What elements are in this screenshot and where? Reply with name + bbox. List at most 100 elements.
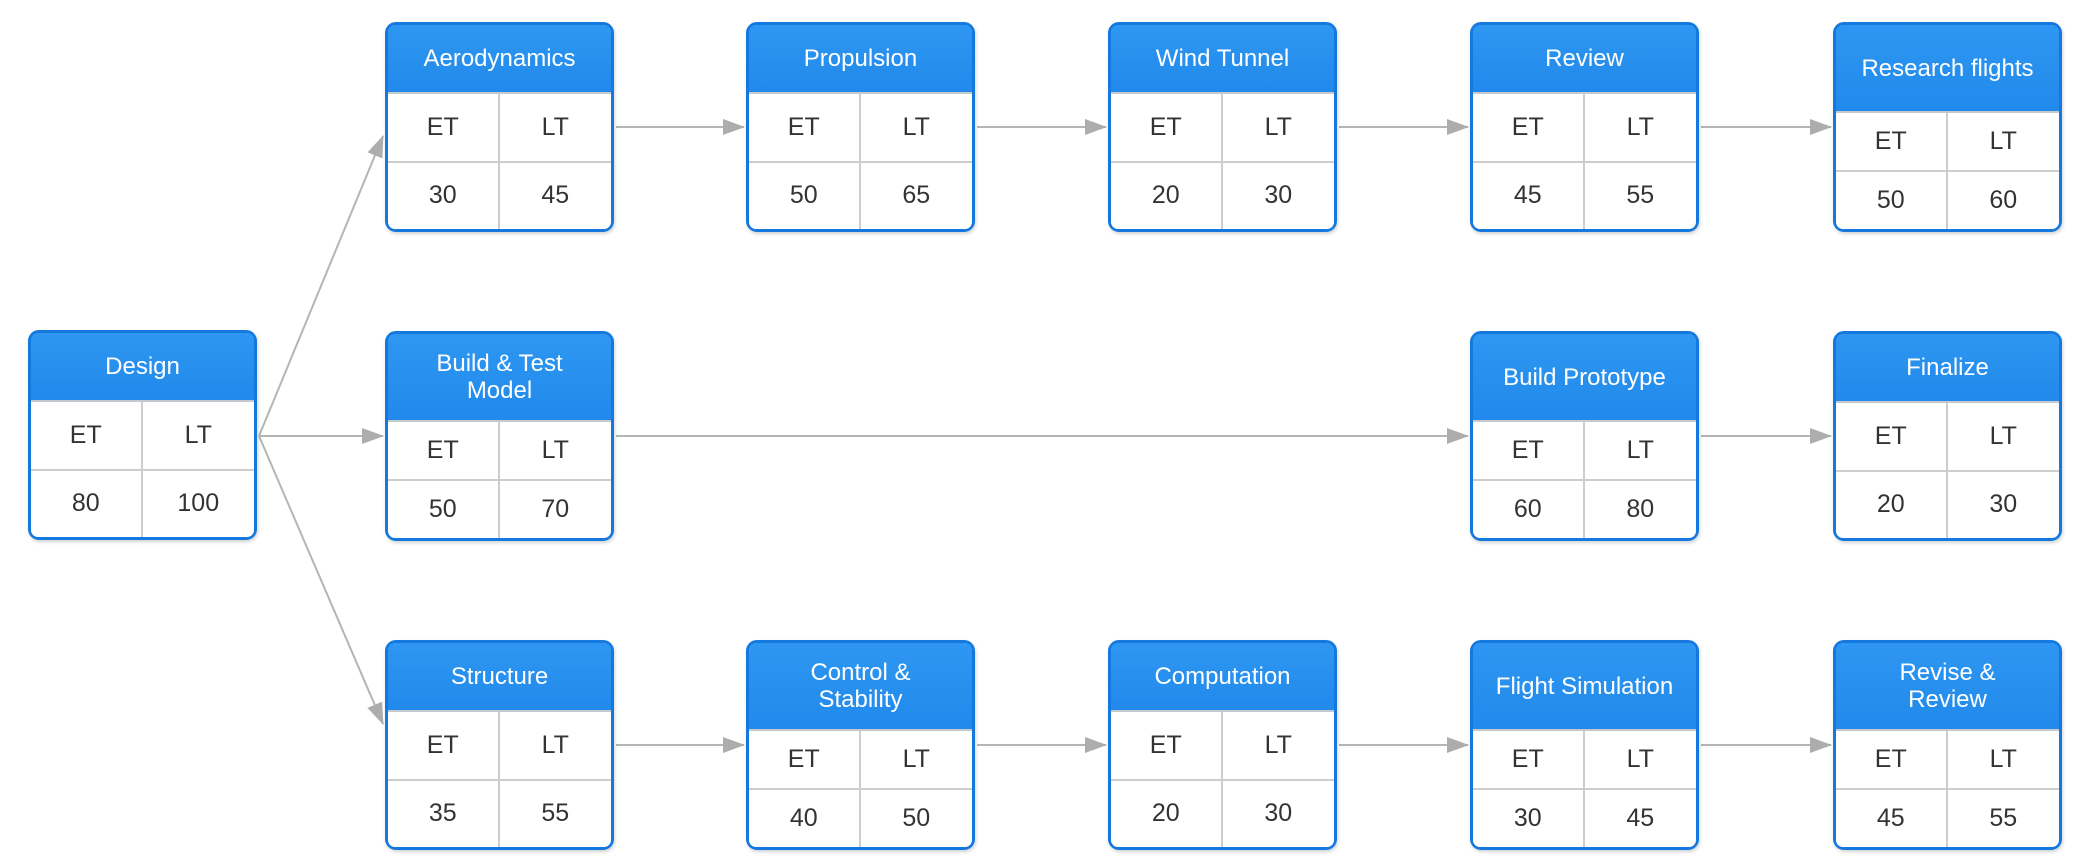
node-research-flights[interactable]: Research flights ET LT 50 60 bbox=[1833, 22, 2062, 232]
node-value-row: 35 55 bbox=[388, 780, 611, 847]
et-label: ET bbox=[388, 94, 500, 161]
et-value: 30 bbox=[388, 162, 500, 229]
node-flight-simulation[interactable]: Flight Simulation ET LT 30 45 bbox=[1470, 640, 1699, 850]
node-label-row: ET LT bbox=[1836, 113, 2059, 172]
node-value-row: 50 60 bbox=[1836, 172, 2059, 229]
node-value-row: 30 45 bbox=[1473, 790, 1696, 847]
edge-design-aerodynamics[interactable] bbox=[258, 135, 384, 437]
lt-value: 65 bbox=[860, 162, 972, 229]
node-aerodynamics[interactable]: Aerodynamics ET LT 30 45 bbox=[385, 22, 614, 232]
et-label: ET bbox=[388, 422, 500, 479]
et-label: ET bbox=[1836, 731, 1948, 788]
lt-value: 55 bbox=[1947, 790, 2059, 847]
node-title: Control & Stability bbox=[749, 643, 972, 731]
lt-label: LT bbox=[142, 402, 254, 469]
et-label: ET bbox=[1111, 712, 1223, 779]
node-label-row: ET LT bbox=[1473, 422, 1696, 481]
et-value: 20 bbox=[1111, 780, 1223, 847]
node-design[interactable]: Design ET LT 80 100 bbox=[28, 330, 257, 540]
node-title: Computation bbox=[1111, 643, 1334, 712]
et-label: ET bbox=[1836, 113, 1948, 170]
node-value-row: 80 100 bbox=[31, 470, 254, 537]
node-title: Finalize bbox=[1836, 334, 2059, 403]
node-value-row: 30 45 bbox=[388, 162, 611, 229]
node-title: Review bbox=[1473, 25, 1696, 94]
node-title: Revise & Review bbox=[1836, 643, 2059, 731]
node-value-row: 45 55 bbox=[1836, 790, 2059, 847]
lt-value: 55 bbox=[1584, 162, 1696, 229]
et-value: 30 bbox=[1473, 790, 1585, 847]
lt-value: 45 bbox=[1584, 790, 1696, 847]
node-value-row: 50 65 bbox=[749, 162, 972, 229]
node-label-row: ET LT bbox=[1473, 94, 1696, 163]
et-label: ET bbox=[749, 94, 861, 161]
lt-label: LT bbox=[499, 94, 611, 161]
node-review[interactable]: Review ET LT 45 55 bbox=[1470, 22, 1699, 232]
et-value: 50 bbox=[388, 481, 500, 538]
et-value: 20 bbox=[1836, 471, 1948, 538]
et-value: 45 bbox=[1836, 790, 1948, 847]
node-label-row: ET LT bbox=[388, 94, 611, 163]
node-title: Design bbox=[31, 333, 254, 402]
lt-label: LT bbox=[1584, 94, 1696, 161]
lt-value: 30 bbox=[1222, 162, 1334, 229]
et-value: 50 bbox=[749, 162, 861, 229]
node-title: Build & Test Model bbox=[388, 334, 611, 422]
lt-label: LT bbox=[1947, 731, 2059, 788]
node-value-row: 20 30 bbox=[1111, 780, 1334, 847]
node-label-row: ET LT bbox=[1836, 731, 2059, 790]
lt-label: LT bbox=[860, 94, 972, 161]
node-label-row: ET LT bbox=[749, 94, 972, 163]
et-value: 35 bbox=[388, 780, 500, 847]
node-structure[interactable]: Structure ET LT 35 55 bbox=[385, 640, 614, 850]
lt-value: 45 bbox=[499, 162, 611, 229]
et-value: 40 bbox=[749, 790, 861, 847]
et-label: ET bbox=[388, 712, 500, 779]
node-value-row: 20 30 bbox=[1111, 162, 1334, 229]
et-value: 20 bbox=[1111, 162, 1223, 229]
node-finalize[interactable]: Finalize ET LT 20 30 bbox=[1833, 331, 2062, 541]
lt-label: LT bbox=[1947, 403, 2059, 470]
lt-value: 55 bbox=[499, 780, 611, 847]
node-label-row: ET LT bbox=[388, 712, 611, 781]
node-value-row: 45 55 bbox=[1473, 162, 1696, 229]
node-label-row: ET LT bbox=[749, 731, 972, 790]
lt-label: LT bbox=[1584, 422, 1696, 479]
et-label: ET bbox=[1473, 94, 1585, 161]
node-label-row: ET LT bbox=[31, 402, 254, 471]
lt-value: 100 bbox=[142, 470, 254, 537]
et-label: ET bbox=[1473, 422, 1585, 479]
node-control-stability[interactable]: Control & Stability ET LT 40 50 bbox=[746, 640, 975, 850]
node-propulsion[interactable]: Propulsion ET LT 50 65 bbox=[746, 22, 975, 232]
lt-value: 30 bbox=[1947, 471, 2059, 538]
lt-label: LT bbox=[1222, 94, 1334, 161]
node-label-row: ET LT bbox=[1111, 94, 1334, 163]
et-label: ET bbox=[749, 731, 861, 788]
node-title: Flight Simulation bbox=[1473, 643, 1696, 731]
node-computation[interactable]: Computation ET LT 20 30 bbox=[1108, 640, 1337, 850]
et-value: 50 bbox=[1836, 172, 1948, 229]
lt-label: LT bbox=[499, 712, 611, 779]
lt-label: LT bbox=[499, 422, 611, 479]
node-title: Aerodynamics bbox=[388, 25, 611, 94]
lt-value: 80 bbox=[1584, 481, 1696, 538]
et-value: 80 bbox=[31, 470, 143, 537]
edge-design-structure[interactable] bbox=[258, 435, 384, 725]
node-build-prototype[interactable]: Build Prototype ET LT 60 80 bbox=[1470, 331, 1699, 541]
node-title: Propulsion bbox=[749, 25, 972, 94]
et-value: 60 bbox=[1473, 481, 1585, 538]
node-build-test-model[interactable]: Build & Test Model ET LT 50 70 bbox=[385, 331, 614, 541]
node-label-row: ET LT bbox=[1836, 403, 2059, 472]
et-label: ET bbox=[1473, 731, 1585, 788]
node-wind-tunnel[interactable]: Wind Tunnel ET LT 20 30 bbox=[1108, 22, 1337, 232]
node-label-row: ET LT bbox=[1473, 731, 1696, 790]
node-value-row: 20 30 bbox=[1836, 471, 2059, 538]
node-label-row: ET LT bbox=[388, 422, 611, 481]
lt-label: LT bbox=[1947, 113, 2059, 170]
lt-value: 50 bbox=[860, 790, 972, 847]
node-revise-review[interactable]: Revise & Review ET LT 45 55 bbox=[1833, 640, 2062, 850]
lt-label: LT bbox=[860, 731, 972, 788]
et-label: ET bbox=[31, 402, 143, 469]
